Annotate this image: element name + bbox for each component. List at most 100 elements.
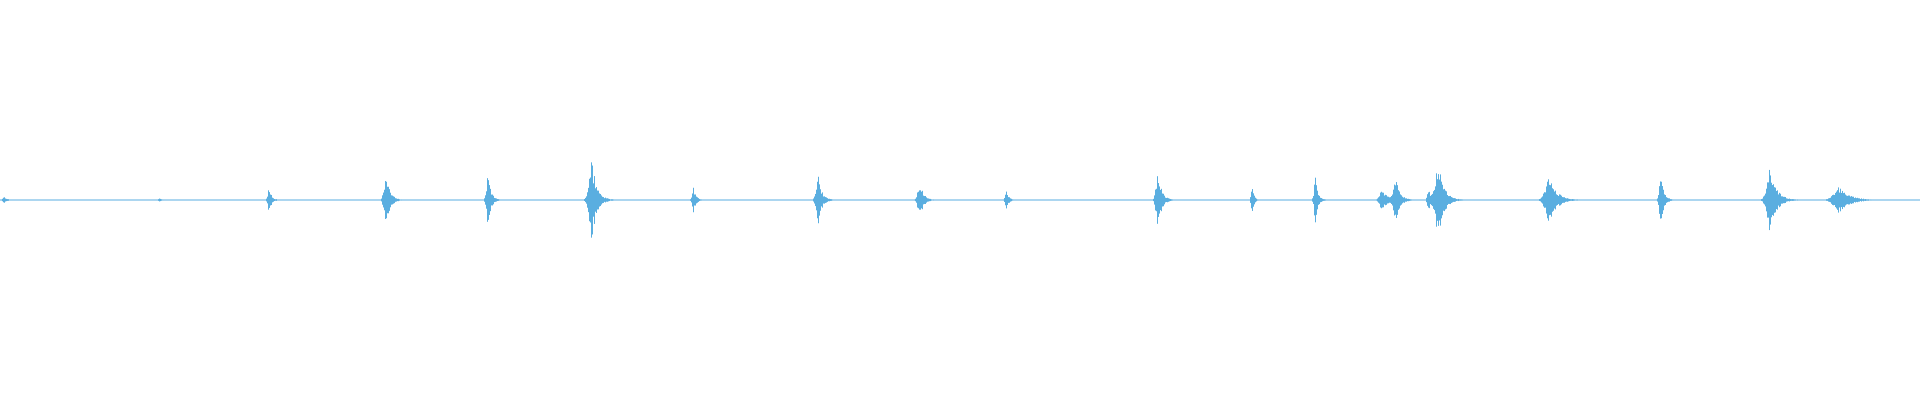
waveform-sample [1838,187,1839,213]
waveform-sample [1543,193,1544,207]
waveform-sample [1604,199,1605,201]
waveform-sample [1669,198,1670,202]
waveform-sample [363,199,364,201]
waveform-sample [624,199,625,201]
waveform-sample [315,199,316,201]
waveform-sample [314,199,315,201]
waveform-sample [930,198,931,202]
waveform-sample [1810,199,1811,201]
waveform-sample [863,199,864,201]
waveform-sample [1186,199,1187,201]
waveform-sample [1337,199,1338,201]
waveform-sample [511,199,512,201]
waveform-sample [83,199,84,201]
waveform-sample [1746,199,1747,201]
waveform-sample [375,199,376,201]
waveform-sample [206,199,207,201]
waveform-sample [1661,181,1662,219]
waveform-sample [318,199,319,201]
waveform-sample [1535,199,1536,201]
waveform-sample [1265,199,1266,201]
waveform-sample [254,199,255,201]
waveform-sample [1883,199,1884,201]
waveform-sample [1230,199,1231,201]
waveform-sample [815,193,816,207]
waveform-sample [885,199,886,201]
waveform-sample [403,199,404,201]
waveform-sample [1718,199,1719,201]
waveform-sample [1320,197,1321,203]
waveform-sample [1793,199,1794,201]
waveform-sample [1822,199,1823,201]
waveform-sample [1685,199,1686,201]
waveform-sample [1426,197,1427,203]
waveform-sample [1756,199,1757,201]
waveform-sample [1423,199,1424,201]
waveform-sample [1438,174,1439,226]
waveform-sample [1626,199,1627,201]
waveform-sample [1505,199,1506,201]
waveform-sample [284,199,285,201]
waveform-sample [276,199,277,201]
waveform-sample [478,199,479,201]
waveform-sample [1788,198,1789,202]
waveform-sample [479,199,480,201]
waveform-sample [1761,199,1762,201]
waveform-sample [323,199,324,201]
waveform-sample [241,199,242,201]
waveform-sample [350,199,351,201]
waveform-sample [175,199,176,201]
waveform-sample [833,199,834,201]
waveform-sample [21,199,22,201]
waveform-sample [571,199,572,201]
waveform-sample [839,199,840,201]
waveform-sample [726,199,727,201]
waveform-sample [1172,199,1173,201]
waveform-sample [1059,199,1060,201]
waveform-sample [633,199,634,201]
waveform-sample [1094,199,1095,201]
waveform-sample [539,199,540,201]
waveform-sample [1156,188,1157,212]
waveform-sample [580,199,581,201]
waveform-sample [1335,199,1336,201]
waveform-sample [6,198,7,202]
waveform-sample [1228,199,1229,201]
waveform-sample [1285,199,1286,201]
waveform-sample [1255,197,1256,203]
waveform-sample [1547,181,1548,219]
waveform-sample [97,199,98,201]
waveform-sample [648,199,649,201]
waveform-sample [1244,199,1245,201]
waveform-sample [1453,198,1454,202]
waveform-sample [1133,199,1134,201]
waveform-sample [1713,199,1714,201]
waveform-sample [1888,199,1889,201]
waveform-sample [30,199,31,201]
waveform-sample [339,199,340,201]
waveform-sample [1165,197,1166,203]
waveform-sample [1468,199,1469,201]
waveform-sample [853,199,854,201]
waveform-sample [1573,199,1574,201]
waveform-sample [1484,199,1485,201]
waveform-sample [272,197,273,203]
waveform-sample [568,199,569,201]
waveform-sample [377,199,378,201]
waveform-sample [881,199,882,201]
waveform-sample [1327,199,1328,201]
waveform-sample [812,199,813,201]
waveform-sample [577,199,578,201]
waveform-sample [1300,199,1301,201]
waveform-sample [1664,194,1665,206]
waveform-sample [542,199,543,201]
waveform-sample [1332,199,1333,201]
waveform-sample [1643,199,1644,201]
waveform-sample [508,199,509,201]
waveform-sample [56,199,57,201]
waveform-sample [1754,199,1755,201]
waveform-sample [809,199,810,201]
waveform-sample [1331,199,1332,201]
